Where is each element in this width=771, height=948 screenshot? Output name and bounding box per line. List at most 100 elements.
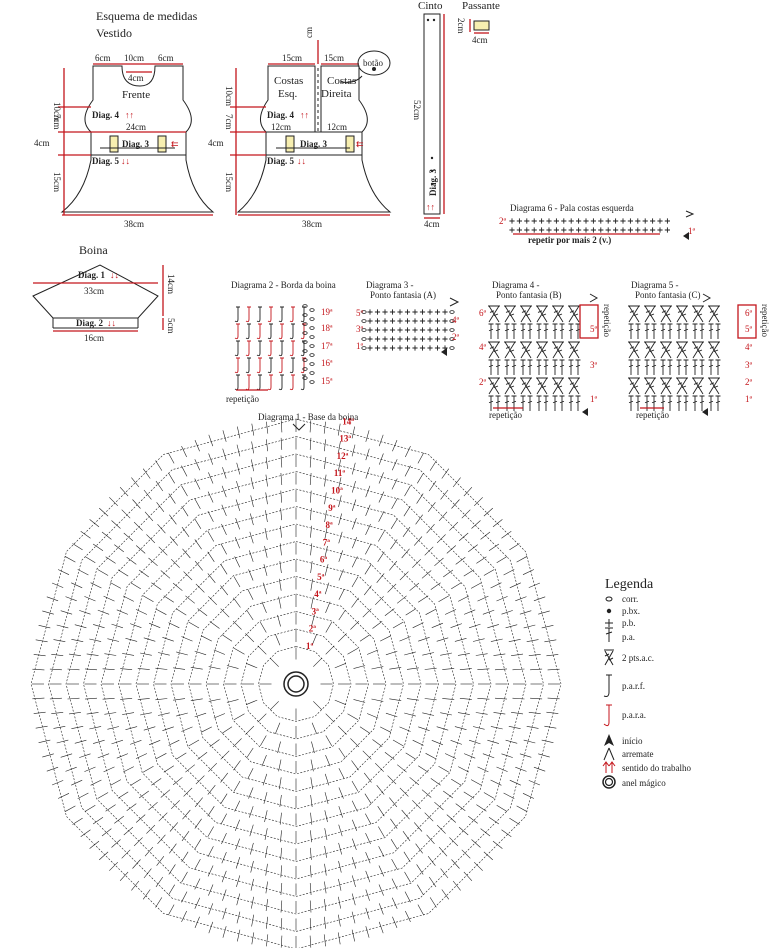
d1-row-label: 5ª — [317, 572, 325, 582]
front-dim-4: 4cm — [128, 73, 144, 83]
d1-row-label: 8ª — [326, 520, 334, 530]
back-dim-15a: 15cm — [282, 53, 302, 63]
d3-title: Diagrama 3 - — [366, 280, 413, 290]
d5-row1: 1ª — [745, 394, 753, 404]
front-dim-24: 24cm — [126, 122, 146, 132]
d1-row-label: 13ª — [339, 434, 351, 444]
legend-label-7: início — [622, 736, 643, 746]
beret-w33: 33cm — [84, 286, 104, 296]
front-diag5: Diag. 5 — [92, 156, 120, 166]
d3-row5: 5ª — [356, 308, 364, 318]
back-dress — [230, 40, 392, 216]
front-label: Frente — [122, 89, 150, 101]
d4-title: Diagrama 4 - — [492, 280, 539, 290]
d5-row2: 2ª — [745, 377, 753, 387]
d1-row-label: 1ª — [306, 641, 314, 651]
back-dim-v7: 7cm — [224, 114, 234, 130]
d6-row1: 1ª — [688, 226, 696, 236]
beret-shape — [32, 264, 164, 332]
d6-title: Diagrama 6 - Pala costas esquerda — [510, 203, 634, 213]
legend-label-9: sentido do trabalho — [622, 763, 691, 773]
front-dim-38: 38cm — [124, 219, 144, 229]
beret-diag2: Diag. 2 — [76, 318, 104, 328]
back-dim-38: 38cm — [302, 219, 322, 229]
back-right-label: Costas — [327, 75, 356, 87]
back-left-label2: Esq. — [278, 88, 298, 100]
d3-row3: 3ª — [356, 324, 364, 334]
legend-label-3: p.a. — [622, 632, 635, 642]
d4-row1: 1ª — [590, 394, 598, 404]
front-dim-v4: 4cm — [34, 138, 50, 148]
d1-row-label: 3ª — [312, 606, 320, 616]
loop-title: Passante — [462, 0, 500, 12]
d2-row19: 19ª — [321, 307, 333, 317]
d2-row18: 18ª — [321, 323, 333, 333]
d5-title: Diagrama 5 - — [631, 280, 678, 290]
d3-row2: 2ª — [452, 332, 460, 342]
back-dim-v4: 4cm — [208, 138, 224, 148]
back-dim-15b: 15cm — [324, 53, 344, 63]
d1-row-label: 6ª — [320, 555, 328, 565]
d2-stitches — [234, 304, 315, 391]
front-dim-6b: 6cm — [158, 53, 174, 63]
chain-icon — [605, 596, 613, 602]
d5-title2: Ponto fantasia (C) — [635, 290, 701, 300]
d4-title2: Ponto fantasia (B) — [496, 290, 562, 300]
direction-icon — [602, 761, 616, 773]
schema-title: Esquema de medidas — [96, 9, 198, 23]
d6-row2: 2ª — [499, 216, 507, 226]
back-right-label2: Direita — [321, 88, 352, 100]
d1-row-label: 9ª — [328, 503, 336, 513]
legend-label-8: arremate — [622, 749, 653, 759]
back-post-icon — [603, 704, 612, 727]
schema-subtitle: Vestido — [96, 26, 132, 40]
legend-title: Legenda — [605, 577, 654, 592]
d1-row-label: 12ª — [337, 451, 349, 461]
d4-row6: 6ª — [479, 308, 487, 318]
two-dc-together-icon — [604, 649, 614, 666]
beret-down-arrows: ↓↓ — [110, 270, 119, 280]
back-dim-cm: cm — [304, 27, 314, 38]
back-diag5: Diag. 5 — [267, 156, 295, 166]
belt-length: 52cm — [412, 100, 422, 120]
front-dim-6a: 6cm — [95, 53, 111, 63]
legend-label-5: p.a.r.f. — [622, 681, 645, 691]
d2-row17: 17ª — [321, 341, 333, 351]
d4-row3: 3ª — [590, 360, 598, 370]
double-crochet-icon — [605, 627, 613, 642]
beret-title: Boina — [79, 243, 108, 257]
d1-row-label: 7ª — [323, 537, 331, 547]
legend: corr. p.bx. p.b. p.a. 2 pts.a.c. p.a.r.f… — [602, 594, 691, 789]
d2-rep: repetição — [226, 394, 259, 404]
slip-stitch-icon — [606, 608, 612, 614]
front-up-arrows: ↑↑ — [125, 110, 134, 120]
center-magic-ring-icon — [283, 671, 309, 697]
d5-row6: 6ª — [745, 308, 753, 318]
d5-row4: 4ª — [745, 342, 753, 352]
d3-row1: 1ª — [356, 341, 364, 351]
d5-stitches — [628, 293, 721, 416]
back-dim-12b: 12cm — [327, 122, 347, 132]
loop-width: 4cm — [472, 35, 488, 45]
legend-label-4: 2 pts.a.c. — [622, 653, 654, 663]
back-button-label: botão — [363, 58, 383, 68]
front-diag4: Diag. 4 — [92, 110, 120, 120]
d2-title: Diagrama 2 - Borda da boina — [231, 280, 336, 290]
front-dim-v7: 7cm — [52, 114, 62, 130]
d2-row15: 15ª — [321, 376, 333, 386]
back-dim-v10: 10cm — [224, 86, 234, 106]
front-down-arrows: ↓↓ — [121, 156, 130, 166]
front-diag3: Diag. 3 — [122, 139, 150, 149]
beret-diag1: Diag. 1 — [78, 270, 106, 280]
beret-h14: 14cm — [166, 274, 176, 294]
front-post-icon — [603, 674, 612, 697]
belt-width: 4cm — [424, 219, 440, 229]
magic-ring-icon — [602, 775, 616, 789]
d1-title: Diagrama 1 - Base da boina — [258, 412, 358, 422]
front-dim-v10: 10cm — [52, 102, 62, 122]
front-dim-v15: 15cm — [52, 172, 62, 192]
d3-title2: Ponto fantasia (A) — [370, 290, 436, 300]
d6-stitches — [509, 210, 695, 240]
